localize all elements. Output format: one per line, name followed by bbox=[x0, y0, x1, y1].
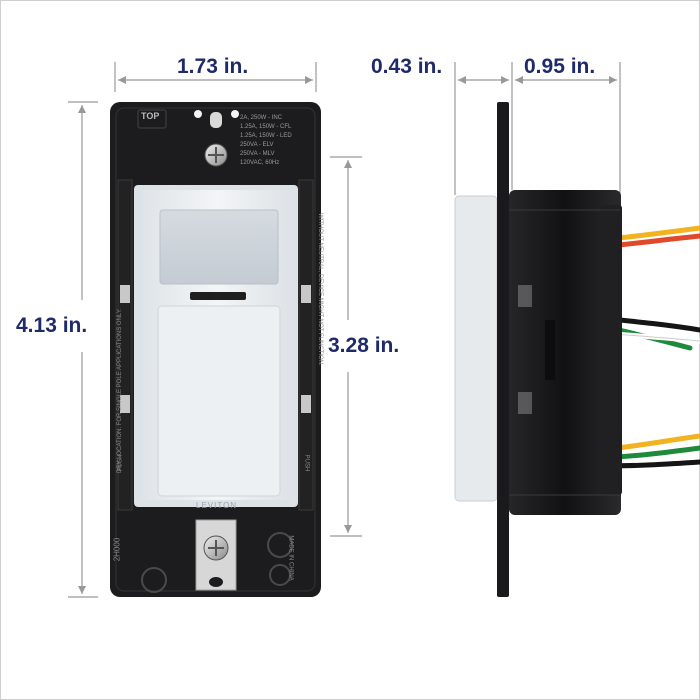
top-mark: TOP bbox=[141, 111, 160, 121]
dimension-lines bbox=[68, 62, 621, 598]
rating-line: 1.25A, 150W - CFL bbox=[240, 124, 292, 130]
rating-line: 250VA - ELV bbox=[240, 142, 274, 148]
strap-edge bbox=[497, 102, 509, 597]
motion-sensor-lens bbox=[159, 209, 279, 285]
ratings-block: 2A, 250W - INC 1.25A, 150W - CFL 1.25A, … bbox=[240, 114, 292, 168]
switch-height-label: 3.28 in. bbox=[328, 334, 400, 357]
front-view-device bbox=[110, 102, 321, 597]
strap-hole bbox=[194, 110, 202, 118]
front-height-label: 4.13 in. bbox=[16, 314, 88, 337]
left-notice-label: DRY LOCATION. FOR SINGLE POLE APPLICATIO… bbox=[117, 308, 123, 473]
side-body-depth-label: 0.95 in. bbox=[524, 55, 596, 78]
rocker-button bbox=[157, 305, 281, 497]
rating-line: 120VAC, 60Hz bbox=[240, 160, 280, 166]
status-indicator bbox=[190, 292, 246, 300]
side-plate-depth-label: 0.43 in. bbox=[371, 55, 443, 78]
strap-hole bbox=[231, 110, 239, 118]
ul-mark-icon bbox=[141, 567, 167, 593]
rating-line: 2A, 250W - INC bbox=[240, 115, 283, 121]
dimension-arrowheads bbox=[78, 76, 617, 594]
side-view-device bbox=[454, 102, 700, 597]
switch-face-side bbox=[454, 195, 498, 502]
right-notice-label: WITHOUT NEUTRAL, DEVICE MIGHT NOT FUNCTI… bbox=[317, 213, 323, 366]
cu-mark-icon bbox=[267, 532, 293, 558]
front-width-label: 1.73 in. bbox=[177, 55, 249, 78]
push-left-label: PUSH bbox=[117, 454, 124, 472]
rating-line: 1.25A, 150W - LED bbox=[240, 133, 292, 139]
rating-line: 250VA - MLV bbox=[240, 151, 275, 157]
model-label: 2H000 bbox=[112, 537, 122, 562]
made-in-label: MADE IN CHINA bbox=[287, 535, 294, 581]
push-right-label: PUSH bbox=[303, 454, 310, 472]
approval-mark-icon bbox=[269, 564, 291, 586]
switch-body-side bbox=[509, 190, 621, 515]
brand-label: LEVITON bbox=[196, 501, 238, 510]
